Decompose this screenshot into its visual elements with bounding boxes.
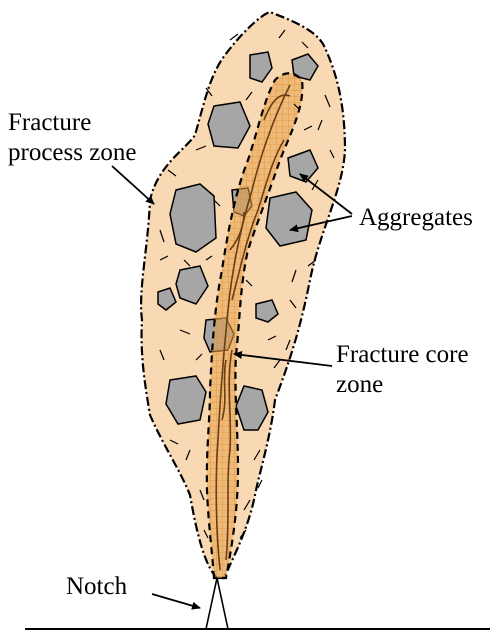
label-fracture-process-zone: Fracture process zone <box>8 108 136 168</box>
label-notch: Notch <box>66 572 127 602</box>
arrow-icon <box>112 166 154 204</box>
arrow-icon <box>152 594 200 608</box>
notch <box>206 578 228 629</box>
label-fracture-core-zone: Fracture core zone <box>336 340 469 400</box>
aggregate <box>170 184 216 252</box>
label-aggregates: Aggregates <box>359 203 473 233</box>
